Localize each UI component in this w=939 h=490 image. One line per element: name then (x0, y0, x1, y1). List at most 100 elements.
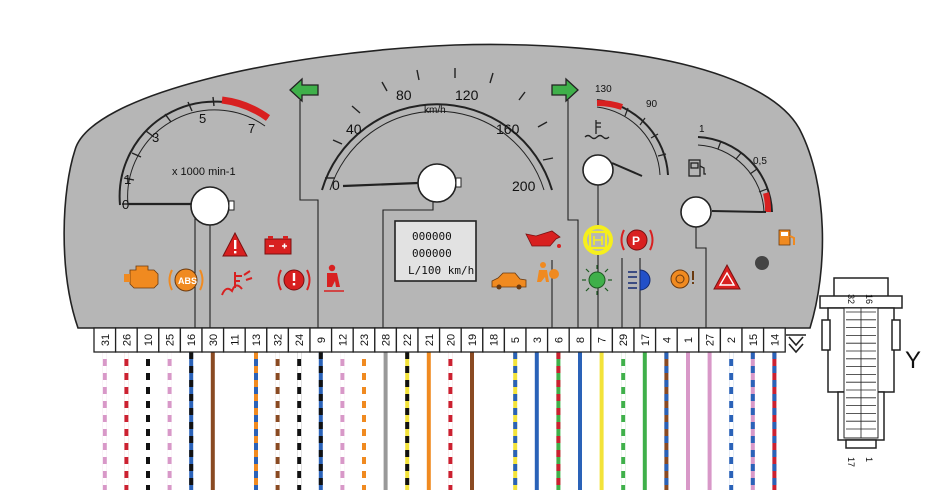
tach-unit: x 1000 min-1 (172, 166, 236, 178)
engine-check-icon (124, 265, 159, 289)
connector-pin: 6 (546, 327, 570, 353)
connector-pin: 18 (482, 327, 506, 353)
right-turn-arrow-icon (551, 77, 579, 103)
pin-number: 17 (640, 334, 652, 346)
connector-pin: 7 (590, 327, 614, 353)
high-beam-icon (628, 269, 651, 291)
speed-label-160: 160 (496, 121, 520, 137)
pin-number: 28 (381, 334, 393, 346)
connector-pin: 3 (525, 327, 549, 353)
pin-number: 11 (229, 334, 241, 345)
odometer-display: 000000 000000 L/100 km/h (394, 220, 477, 282)
pin-number: 1 (683, 337, 695, 343)
pin-cell (762, 327, 786, 353)
tach-label-5: 5 (199, 111, 206, 126)
highlight-marker (583, 225, 613, 255)
connector-pin: 20 (438, 327, 462, 353)
oil-pressure-icon (525, 230, 561, 248)
speed-hub (417, 163, 457, 203)
pin-number: 5 (510, 337, 522, 343)
speedometer: 0 40 80 120 160 200 km/h (321, 68, 554, 203)
odometer-line-2: 000000 (412, 247, 452, 260)
connector-pin: 5 (503, 327, 527, 353)
connector-pin: 2 (719, 327, 743, 353)
connector-pin: 19 (460, 327, 484, 353)
glow-plug-icon (583, 225, 613, 255)
fuel-pump-icon (688, 159, 706, 177)
position-light-icon (582, 265, 612, 295)
connector-pin: 28 (374, 327, 398, 353)
pin-number: 16 (186, 334, 198, 346)
pin-number: 10 (143, 334, 155, 346)
pin-number: 4 (661, 337, 673, 343)
wire-harness (102, 352, 777, 490)
battery-icon (264, 236, 292, 255)
airbag-icon (537, 262, 559, 282)
hazard-icon (713, 263, 741, 290)
block-pin-1: 1 (864, 457, 874, 462)
pin-number: 9 (316, 337, 328, 343)
left-turn-arrow-icon (289, 77, 319, 103)
tachometer: 0 1 3 5 7 x 1000 min-1 (118, 96, 271, 226)
connector-pin: 1 (676, 327, 700, 353)
car-door-icon (491, 272, 527, 290)
temp-gauge: 130 90 (582, 84, 669, 186)
pin-number: 6 (553, 337, 565, 343)
fuel-label-half: 0,5 (753, 156, 767, 167)
pin-number: 26 (121, 334, 133, 346)
parking-brake-icon: P (620, 229, 654, 251)
pin-number: 24 (294, 334, 306, 346)
pin-number: 13 (251, 334, 263, 346)
connector-pin: 17 (633, 327, 657, 353)
pin-number: 22 (402, 334, 414, 346)
odometer-line-1: 000000 (412, 230, 452, 243)
connector-pin: 23 (352, 327, 376, 353)
connector-pin: 24 (287, 327, 311, 353)
odometer-line-3: L/100 km/h (408, 264, 474, 277)
pin-number: 3 (532, 337, 544, 343)
speed-label-200: 200 (512, 178, 536, 194)
connector-label: Y (905, 347, 921, 374)
pin-number: 25 (165, 334, 177, 346)
svg-text:P: P (632, 234, 640, 248)
temp-hub (582, 154, 614, 186)
tach-label-1: 1 (124, 172, 131, 187)
connector-pin: 14 (762, 327, 786, 353)
pin-number: 32 (273, 334, 285, 346)
speed-label-40: 40 (346, 121, 362, 137)
brake-warning-icon (277, 269, 311, 291)
steering-warning-icon (670, 269, 694, 289)
pin-number: 14 (769, 334, 781, 346)
block-pin-32: 32 (846, 294, 856, 304)
pin-number: 21 (424, 334, 436, 346)
pin-number: 12 (337, 334, 349, 346)
pin-number: 20 (445, 334, 457, 346)
pin-number: 23 (359, 334, 371, 346)
fuel-red-zone (763, 192, 772, 213)
block-pin-17: 17 (846, 457, 856, 467)
pin-number: 7 (597, 337, 609, 343)
fuel-hub (680, 196, 712, 228)
connector-pin: 12 (330, 327, 354, 353)
connector-pin: 13 (244, 327, 268, 353)
speed-label-80: 80 (396, 87, 412, 103)
speed-needle (342, 181, 419, 188)
speed-label-0: 0 (332, 177, 340, 193)
connector-pin: 25 (158, 327, 182, 353)
connector-pin: 30 (201, 327, 225, 353)
block-pin-16: 16 (864, 294, 874, 304)
connector-pin: 11 (222, 327, 246, 353)
fuel-reserve-icon (778, 229, 795, 246)
pin-number: 8 (575, 337, 587, 343)
coolant-temp-warning-icon (221, 270, 253, 296)
ground-icon (786, 334, 806, 354)
tach-label-3: 3 (152, 130, 159, 145)
connector-pin: 8 (568, 327, 592, 353)
seatbelt-icon (324, 264, 344, 292)
speed-unit: km/h (424, 105, 446, 116)
speed-label-120: 120 (455, 87, 479, 103)
fuel-gauge: 1 0,5 (680, 124, 773, 228)
